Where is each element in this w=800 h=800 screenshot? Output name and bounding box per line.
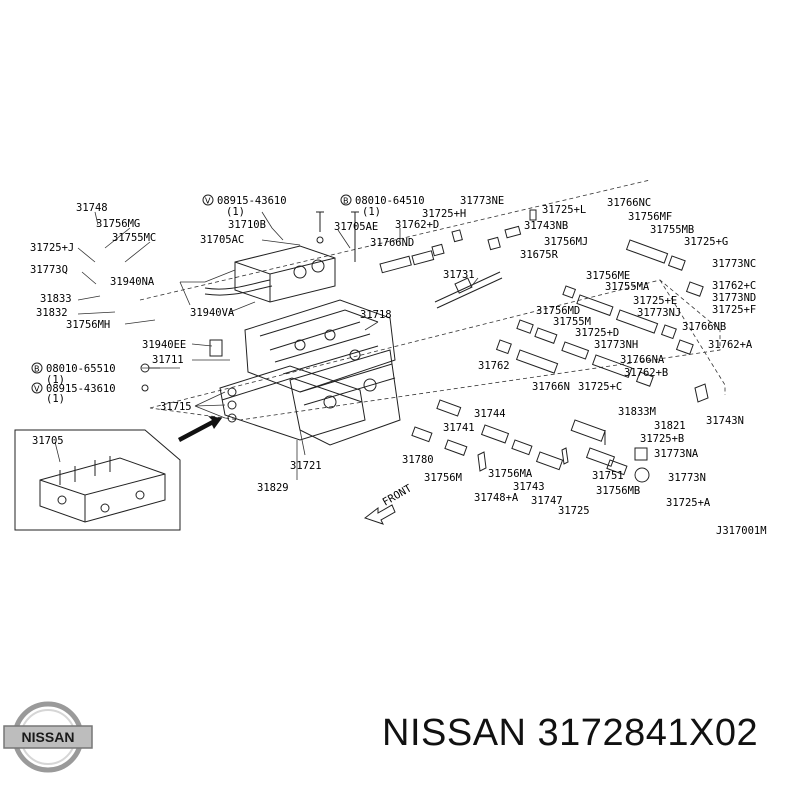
part-callouts: 31748 31756MG 31755MC 31725+J 31773Q 318… — [30, 195, 767, 537]
callout: 31762+C — [712, 280, 756, 292]
callout: 31725+J — [30, 242, 74, 254]
callout: 31725+F — [712, 304, 756, 316]
callout: 31725+G — [684, 236, 728, 248]
callout: 31773Q — [30, 264, 68, 276]
front-arrow: FRONT — [363, 482, 415, 525]
callout: 31762+D — [395, 219, 439, 231]
callout: 31756MJ — [544, 236, 588, 248]
diagram-ref-code: J317001M — [716, 525, 767, 537]
callout: 31743N — [706, 415, 744, 427]
callout: 31773NH — [594, 339, 638, 351]
callout: 31756MF — [628, 211, 672, 223]
callout: 31743 — [513, 481, 545, 493]
callout: (1) — [362, 206, 381, 218]
callout: 31940EE — [142, 339, 186, 351]
callout: 31725+D — [575, 327, 619, 339]
callout: 31725+E — [633, 295, 677, 307]
callout: (1) — [226, 206, 245, 218]
callout: 31756MD — [536, 305, 580, 317]
callout: 31721 — [290, 460, 322, 472]
callout: 08010-65510 — [46, 363, 116, 375]
callout: 31705AC — [200, 234, 244, 246]
callout: 31751 — [592, 470, 624, 482]
callout: 31731 — [443, 269, 475, 281]
callout: 31756ME — [586, 270, 630, 282]
leader-lines — [77, 211, 479, 480]
callout: (1) — [46, 393, 65, 405]
valve-body-drawing — [139, 179, 726, 446]
callout: 31711 — [152, 354, 184, 366]
callout-markers: V B B V — [31, 194, 352, 394]
marker-b-icon: B — [343, 197, 349, 206]
callout: 31755M — [553, 316, 591, 328]
callout: 31744 — [474, 408, 506, 420]
callout: 31833 — [40, 293, 72, 305]
callout: 31940NA — [110, 276, 155, 288]
marker-v-icon: V — [34, 385, 40, 394]
part-number-title: NISSAN 3172841X02 — [382, 712, 759, 754]
callout: 31755MB — [650, 224, 694, 236]
callout: 31725+B — [640, 433, 684, 445]
callout: 31762 — [478, 360, 510, 372]
marker-v-icon: V — [205, 197, 211, 206]
callout: 31773NE — [460, 195, 504, 207]
callout: (1) — [46, 374, 65, 386]
callout: 31766ND — [370, 237, 414, 249]
callout: 31710B — [228, 219, 266, 231]
callout: 31821 — [654, 420, 686, 432]
callout: 31718 — [360, 309, 392, 321]
callout: 31747 — [531, 495, 563, 507]
callout: 31725+C — [578, 381, 622, 393]
callout: 31762+B — [624, 367, 668, 379]
nissan-logo: NISSAN — [3, 701, 93, 773]
callout: 31705AE — [334, 221, 378, 233]
logo-text: NISSAN — [22, 729, 75, 745]
callout: 08915-43610 — [217, 195, 287, 207]
callout: 31755MA — [605, 281, 650, 293]
callout: 08010-64510 — [355, 195, 425, 207]
callout: 31773NA — [654, 448, 699, 460]
callout: 31773NJ — [637, 307, 681, 319]
callout: 31832 — [36, 307, 68, 319]
callout: 31725 — [558, 505, 590, 517]
callout: 31766NC — [607, 197, 651, 209]
callout: 31756M — [424, 472, 462, 484]
callout: 31748+A — [474, 492, 519, 504]
callout: 31748 — [76, 202, 108, 214]
callout: 31715 — [160, 401, 192, 413]
callout: 31725+A — [666, 497, 711, 509]
callout: 31743NB — [524, 220, 568, 232]
callout: 31756MG — [96, 218, 140, 230]
callout: 31705 — [32, 435, 64, 447]
callout: 31756MH — [66, 319, 110, 331]
callout: 31725+L — [542, 204, 586, 216]
inset-31705 — [14, 429, 181, 531]
callout: 31725+H — [422, 208, 466, 220]
callout: 31833M — [618, 406, 656, 418]
assembly-arrow — [178, 416, 222, 442]
spool-valves-drawing — [379, 209, 709, 483]
callout: 31756MB — [596, 485, 640, 497]
callout: 31756MA — [488, 468, 533, 480]
callout: 31675R — [520, 249, 559, 261]
callout: 31762+A — [708, 339, 753, 351]
callout: 31773NC — [712, 258, 756, 270]
callout: 31755MC — [112, 232, 156, 244]
callout: 31829 — [257, 482, 289, 494]
callout: 31773ND — [712, 292, 756, 304]
callout: 08915-43610 — [46, 383, 116, 395]
front-label: FRONT — [381, 482, 415, 509]
callout: 31766NB — [682, 321, 726, 333]
callout: 31773N — [668, 472, 706, 484]
callout: 31741 — [443, 422, 475, 434]
marker-b-icon: B — [34, 365, 40, 374]
callout: 31780 — [402, 454, 434, 466]
callout: 31766N — [532, 381, 570, 393]
callout: 31766NA — [620, 354, 665, 366]
callout: 31940VA — [190, 307, 235, 319]
